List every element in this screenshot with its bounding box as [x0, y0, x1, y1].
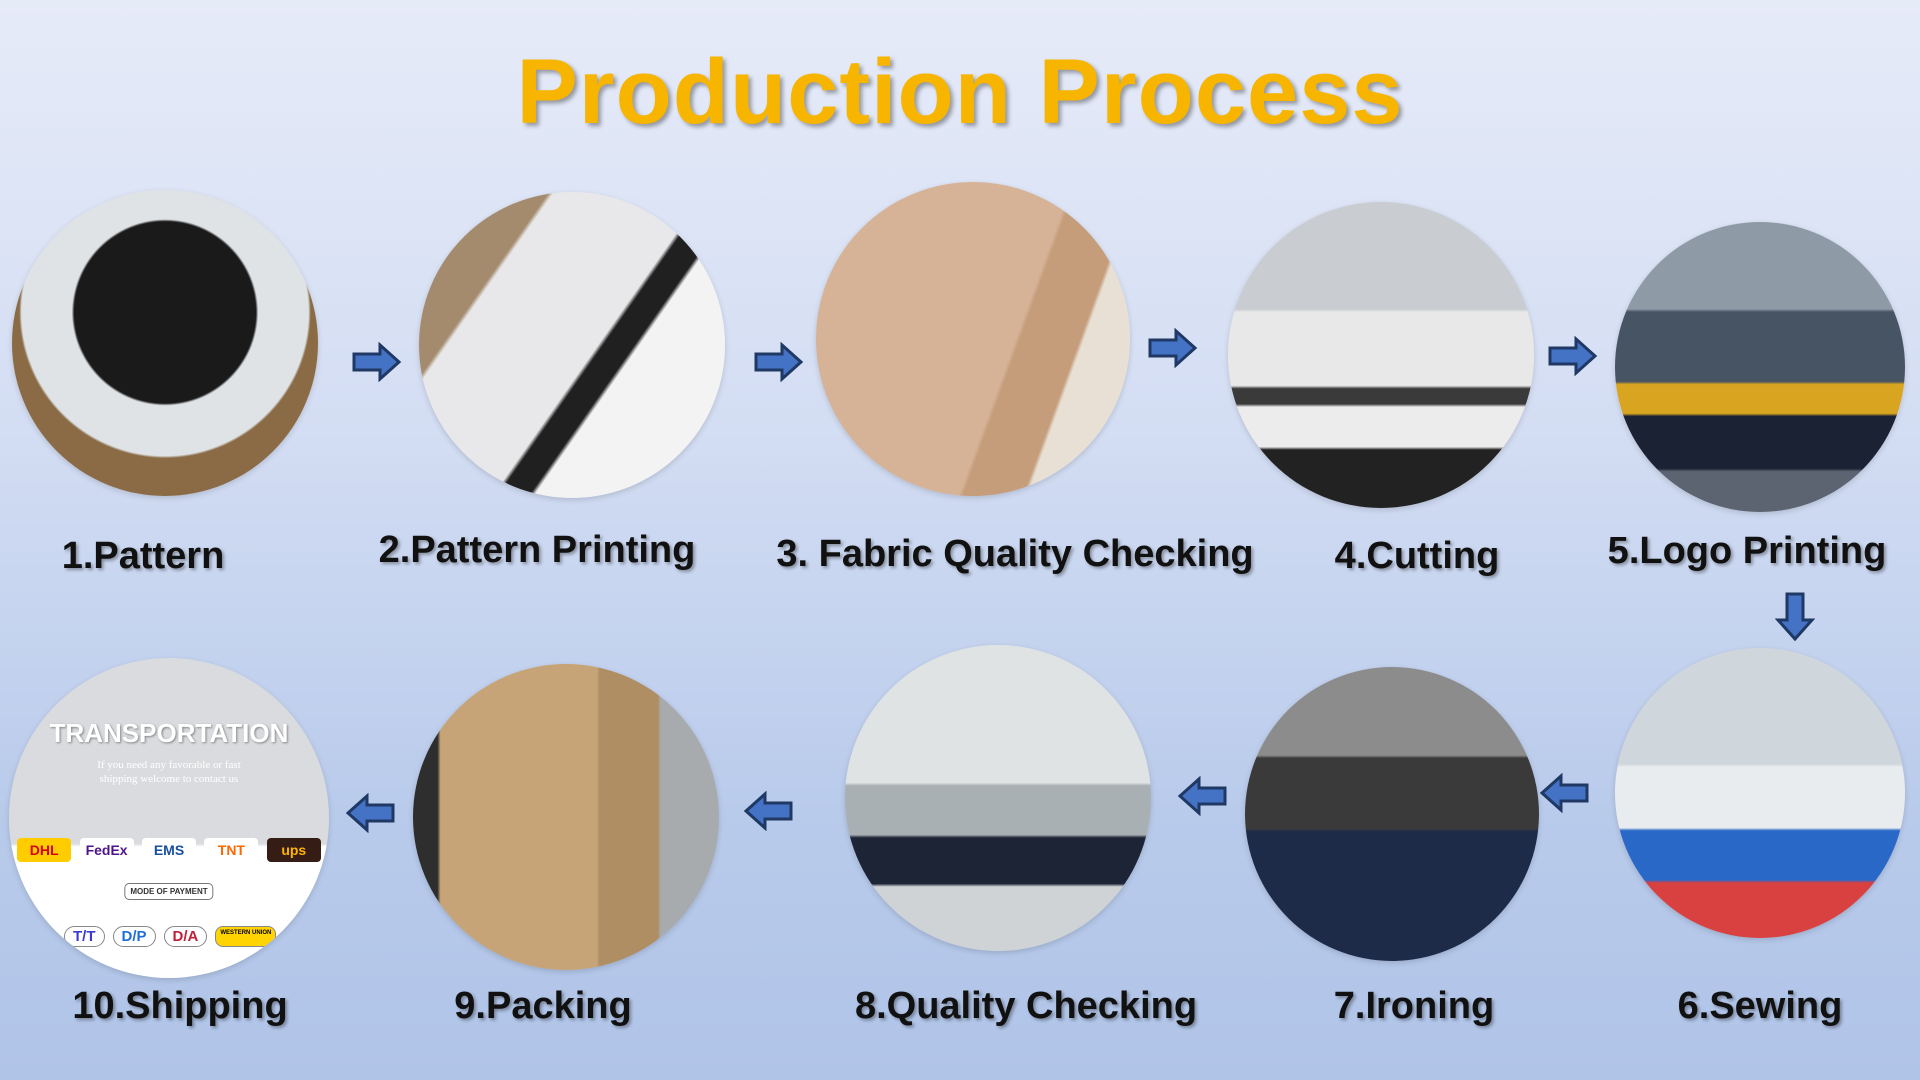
arrow-left-icon — [743, 791, 793, 831]
step-label-9: 9.Packing — [454, 985, 632, 1027]
carrier-logos: DHL FedEx EMS TNT ups — [9, 838, 329, 862]
transportation-heading: TRANSPORTATION — [49, 718, 289, 748]
ups-logo: ups — [266, 838, 321, 862]
logo-printing-photo — [1615, 222, 1905, 512]
shipping-subtitle: If you need any favorable or fast shippin… — [9, 758, 329, 786]
payment-da: D/A — [163, 926, 208, 947]
step-label-4: 4.Cutting — [1334, 535, 1500, 577]
shipping-photo: TRANSPORTATION If you need any favorable… — [9, 658, 329, 978]
step-label-2: 2.Pattern Printing — [378, 529, 696, 571]
arrow-right-icon — [352, 342, 402, 382]
dhl-logo: DHL — [17, 838, 72, 862]
arrow-right-icon — [1548, 336, 1598, 376]
arrow-left-icon — [1539, 773, 1589, 813]
step-label-8: 8.Quality Checking — [854, 985, 1198, 1027]
arrow-right-icon — [1148, 328, 1198, 368]
arrow-left-icon — [345, 793, 395, 833]
fabric-quality-checking-photo — [816, 182, 1130, 496]
pattern-printing-photo — [419, 192, 725, 498]
mode-of-payment: MODE OF PAYMENT — [124, 883, 214, 900]
payment-western-union: WESTERN UNION — [215, 926, 277, 947]
packing-photo — [413, 664, 719, 970]
arrow-down-icon — [1775, 592, 1815, 642]
step-label-10: 10.Shipping — [72, 985, 288, 1027]
cutting-photo — [1228, 202, 1534, 508]
fedex-logo: FedEx — [79, 838, 134, 862]
quality-checking-photo — [845, 645, 1151, 951]
pattern-photo — [12, 190, 318, 496]
step-label-1: 1.Pattern — [61, 535, 225, 577]
payment-dp: D/P — [112, 926, 156, 947]
subtitle-line: If you need any favorable or fast — [97, 759, 241, 771]
ironing-photo — [1245, 667, 1539, 961]
subtitle-line: shipping welcome to contact us — [99, 773, 239, 785]
payment-methods: T/T D/P D/A WESTERN UNION — [64, 926, 277, 947]
step-label-5: 5.Logo Printing — [1607, 530, 1887, 572]
step-label-3: 3. Fabric Quality Checking — [776, 533, 1254, 575]
tnt-logo: TNT — [204, 838, 259, 862]
payment-tt: T/T — [64, 926, 105, 947]
arrow-left-icon — [1177, 776, 1227, 816]
page-title: Production Process — [516, 41, 1404, 143]
ems-logo: EMS — [141, 838, 196, 862]
step-label-6: 6.Sewing — [1677, 985, 1843, 1027]
arrow-right-icon — [754, 342, 804, 382]
step-label-7: 7.Ironing — [1333, 985, 1495, 1027]
sewing-photo — [1615, 648, 1905, 938]
